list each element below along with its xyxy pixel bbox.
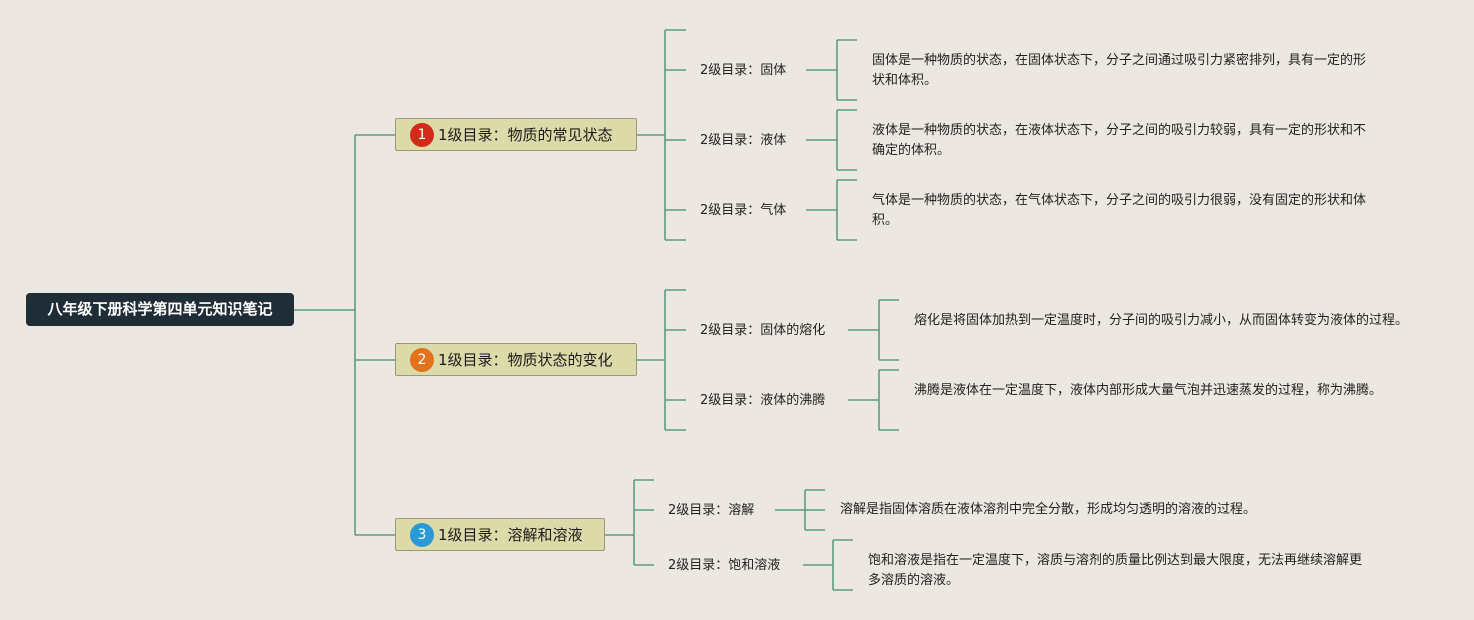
subtopic-melting[interactable]: 2级目录：固体的熔化 bbox=[700, 323, 826, 338]
topic-dissolving-solutions[interactable]: 3 1级目录：溶解和溶液 bbox=[395, 518, 605, 551]
number-badge-icon: 3 bbox=[410, 522, 434, 547]
description-dissolving[interactable]: 溶解是指固体溶质在液体溶剂中完全分散，形成均匀透明的溶液的过程。 bbox=[840, 502, 1257, 517]
subtopic-dissolving[interactable]: 2级目录：溶解 bbox=[668, 503, 755, 518]
subtopic-liquid[interactable]: 2级目录：液体 bbox=[700, 133, 787, 148]
description-saturated-solution[interactable]: 饱和溶液是指在一定温度下，溶质与溶剂的质量比例达到最大限度，无法再继续溶解更多溶… bbox=[868, 553, 1363, 588]
number-badge-icon: 1 bbox=[410, 122, 434, 147]
description-gas[interactable]: 气体是一种物质的状态，在气体状态下，分子之间的吸引力很弱，没有固定的形状和体积。 bbox=[872, 193, 1367, 228]
description-liquid[interactable]: 液体是一种物质的状态，在液体状态下，分子之间的吸引力较弱，具有一定的形状和不确定… bbox=[872, 123, 1367, 158]
subtopic-saturated-solution[interactable]: 2级目录：饱和溶液 bbox=[668, 558, 781, 573]
description-melting[interactable]: 熔化是将固体加热到一定温度时，分子间的吸引力减小，从而固体转变为液体的过程。 bbox=[914, 313, 1409, 328]
topic-label: 1级目录：物质的常见状态 bbox=[438, 126, 613, 144]
subtopic-gas[interactable]: 2级目录：气体 bbox=[700, 203, 787, 218]
topic-label: 1级目录：溶解和溶液 bbox=[438, 526, 583, 544]
topic-state-changes[interactable]: 2 1级目录：物质状态的变化 bbox=[395, 343, 637, 376]
topic-states-of-matter[interactable]: 1 1级目录：物质的常见状态 bbox=[395, 118, 637, 151]
subtopic-solid[interactable]: 2级目录：固体 bbox=[700, 63, 787, 78]
description-solid[interactable]: 固体是一种物质的状态，在固体状态下，分子之间通过吸引力紧密排列，具有一定的形状和… bbox=[872, 53, 1367, 88]
subtopic-boiling[interactable]: 2级目录：液体的沸腾 bbox=[700, 393, 826, 408]
topic-label: 1级目录：物质状态的变化 bbox=[438, 351, 613, 369]
root-topic[interactable]: 八年级下册科学第四单元知识笔记 bbox=[26, 293, 294, 326]
number-badge-icon: 2 bbox=[410, 347, 434, 372]
description-boiling[interactable]: 沸腾是液体在一定温度下，液体内部形成大量气泡并迅速蒸发的过程，称为沸腾。 bbox=[914, 383, 1383, 398]
